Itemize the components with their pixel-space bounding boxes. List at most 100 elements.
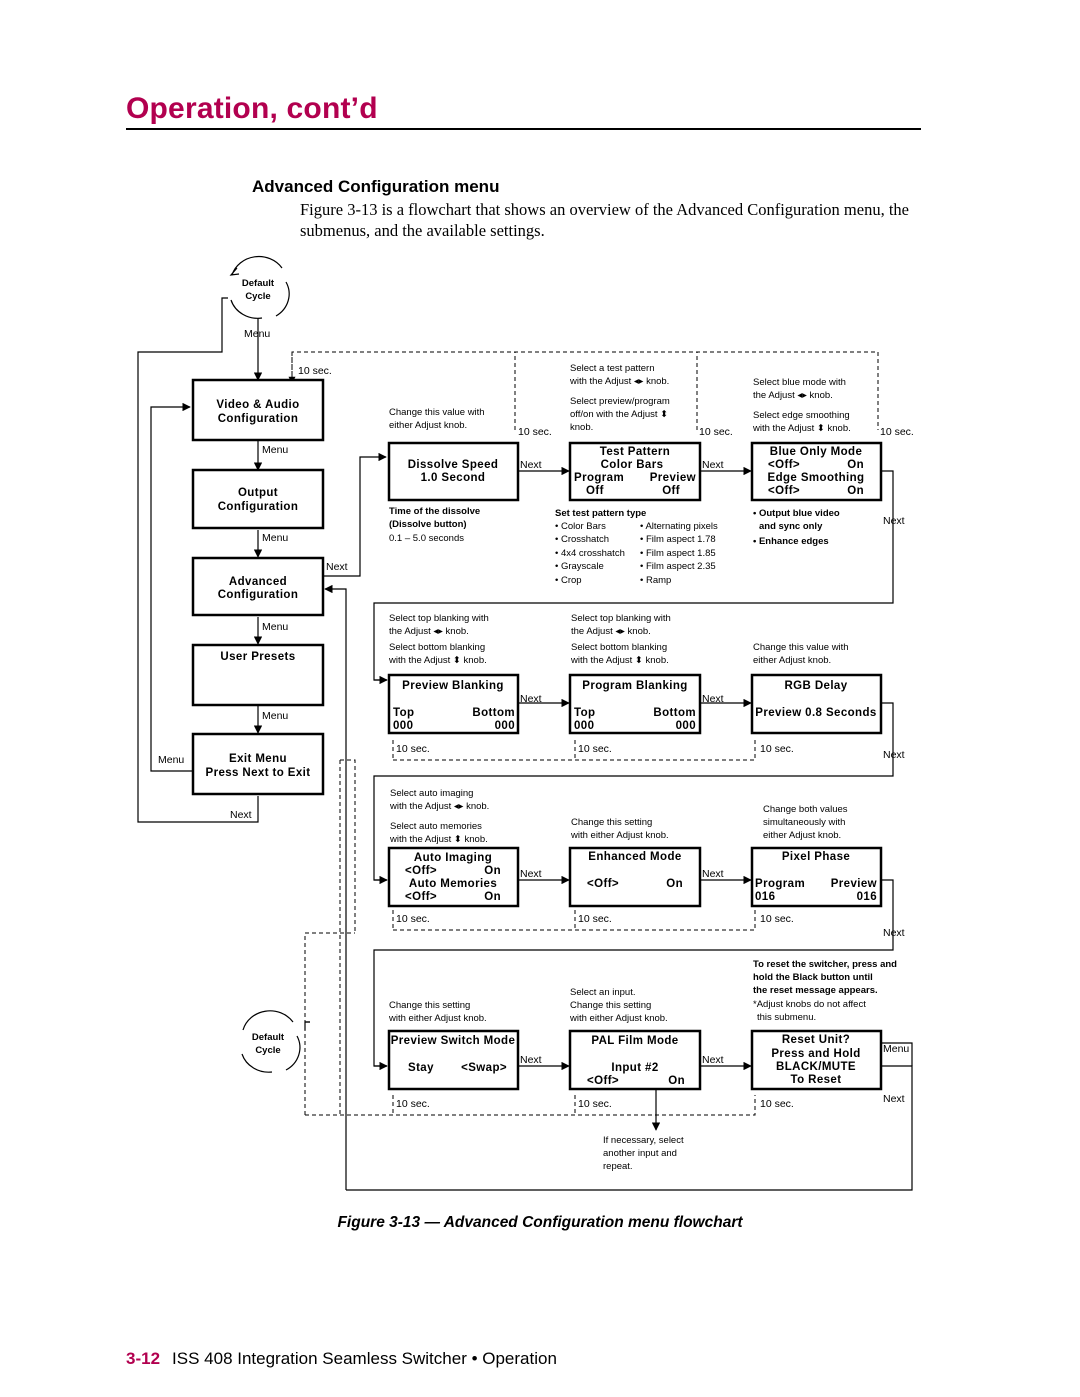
default-cycle-icon-bottom: [241, 1010, 301, 1073]
lcd-reset-1: Reset Unit?: [782, 1034, 850, 1046]
lcd-pp-program: Program: [755, 878, 805, 890]
next-label: Next: [702, 1054, 724, 1066]
footer-title: ISS 408 Integration Seamless Switcher • …: [172, 1349, 557, 1368]
test-pattern-hint-3: Select preview/program: [570, 396, 670, 407]
title-rule: [126, 128, 921, 130]
lcd-blue-title: Blue Only Mode: [770, 446, 863, 458]
lcd-edge-on: On: [847, 485, 864, 497]
lcd-reset-3: BLACK/MUTE: [776, 1061, 856, 1073]
menu-box-video-audio: Video & Audio Configuration: [191, 378, 325, 442]
pal-below-3: repeat.: [603, 1161, 633, 1172]
lcd-pal-off: <Off>: [587, 1075, 619, 1087]
lcd-pixel-phase: Pixel Phase Program Preview 016 016: [750, 846, 883, 908]
menu-box-output: Output Configuration: [191, 468, 325, 530]
next-label: Next: [326, 561, 348, 573]
next-label: Next: [702, 868, 724, 880]
next-label: Next: [883, 749, 905, 761]
blue-info-2: and sync only: [759, 521, 823, 532]
lcd-em-off: <Off>: [587, 878, 619, 890]
menu-box-video-audio-line1: Video & Audio: [216, 399, 299, 411]
timeout-label: 10 sec.: [298, 365, 332, 377]
psm-hint-1: Change this setting: [389, 1000, 470, 1011]
lcd-edge-off: <Off>: [768, 485, 800, 497]
next-label: Next: [883, 927, 905, 939]
blue-info-1: • Output blue video: [753, 508, 840, 519]
pattern-item: • Alternating pixels: [640, 521, 718, 532]
menu-label: Menu: [262, 532, 288, 544]
preview-blank-hint-2: the Adjust ◂▸ knob.: [389, 626, 469, 637]
lcd-auto-imaging: Auto Imaging <Off> On Auto Memories <Off…: [387, 846, 520, 908]
blue-hint-3: Select edge smoothing: [753, 410, 850, 421]
test-pattern-hint-2: with the Adjust ◂▸ knob.: [569, 376, 669, 387]
lcd-reset: Reset Unit? Press and Hold BLACK/MUTE To…: [750, 1029, 883, 1091]
pattern-item: • Crop: [555, 575, 582, 586]
program-blank-hint-2: the Adjust ◂▸ knob.: [571, 626, 651, 637]
lcd-pp-title: Pixel Phase: [782, 851, 850, 863]
lcd-prb-top: Top: [574, 707, 595, 719]
pal-hint-3: with either Adjust knob.: [569, 1013, 668, 1024]
dissolve-info-title-1: Time of the dissolve: [389, 506, 480, 517]
menu-box-user-presets: User Presets: [191, 643, 325, 707]
dissolve-hint-1: Change this value with: [389, 407, 485, 418]
lcd-test-pattern: Test Pattern Color Bars Program Preview …: [568, 441, 702, 502]
lcd-preview-blanking: Preview Blanking Top Bottom 000 000: [387, 673, 520, 735]
next-label: Next: [230, 809, 252, 821]
test-pattern-hint-5: knob.: [570, 422, 593, 433]
timeout-label: 10 sec.: [578, 913, 612, 925]
lcd-pb-title: Preview Blanking: [402, 680, 504, 692]
pattern-item: • Grayscale: [555, 561, 604, 572]
menu-label: Menu: [883, 1043, 909, 1055]
lcd-reset-4: To Reset: [791, 1074, 842, 1086]
menu-box-advanced-line1: Advanced: [229, 576, 287, 588]
lcd-pp-preview: Preview: [831, 878, 877, 890]
psm-hint-2: with either Adjust knob.: [388, 1013, 487, 1024]
lcd-psm-stay: Stay: [408, 1062, 434, 1074]
pattern-item: • Film aspect 1.85: [640, 548, 716, 559]
lcd-prb-bottom: Bottom: [653, 707, 696, 719]
test-pattern-list: • Color Bars • Crosshatch • 4x4 crosshat…: [555, 521, 718, 586]
menu-label: Menu: [262, 621, 288, 633]
lcd-pp-preview-val: 016: [857, 891, 877, 903]
auto-hint-4: with the Adjust ⬍ knob.: [389, 834, 488, 845]
cycle-label-bottom-2: Cycle: [255, 1045, 280, 1056]
menu-box-advanced: Advanced Configuration: [191, 556, 325, 617]
lcd-prb-bottom-val: 000: [676, 720, 696, 732]
menu-box-user-presets-line1: User Presets: [220, 651, 295, 663]
test-pattern-info-title: Set test pattern type: [555, 508, 646, 519]
menu-box-advanced-line2: Configuration: [218, 589, 299, 601]
lcd-em-on: On: [666, 878, 683, 890]
lcd-pal-title: PAL Film Mode: [591, 1035, 678, 1047]
menu-label: Menu: [244, 328, 270, 340]
menu-box-exit-line2: Press Next to Exit: [206, 767, 311, 779]
lcd-test-pattern-program: Program: [574, 472, 624, 484]
reset-hint-5: this submenu.: [757, 1012, 816, 1023]
lcd-dissolve-speed: Dissolve Speed 1.0 Second: [387, 441, 520, 502]
lcd-edge-title: Edge Smoothing: [768, 472, 865, 484]
menu-box-exit: Exit Menu Press Next to Exit: [191, 732, 325, 796]
pal-below-2: another input and: [603, 1148, 677, 1159]
next-label: Next: [520, 868, 542, 880]
program-blank-hint-4: with the Adjust ⬍ knob.: [570, 655, 669, 666]
lcd-ai-off: <Off>: [405, 865, 437, 877]
blue-hint-4: with the Adjust ⬍ knob.: [752, 423, 851, 434]
lcd-pal-film: PAL Film Mode Input #2 <Off> On: [568, 1029, 702, 1091]
timeout-label: 10 sec.: [578, 1098, 612, 1110]
program-blank-hint-1: Select top blanking with: [571, 613, 671, 624]
lcd-prb-title: Program Blanking: [582, 680, 687, 692]
pal-hint-1: Select an input.: [570, 987, 636, 998]
pattern-item: • Film aspect 1.78: [640, 534, 716, 545]
next-label: Next: [702, 693, 724, 705]
lcd-am-title: Auto Memories: [409, 878, 497, 890]
lcd-dissolve-line1: Dissolve Speed: [408, 459, 499, 471]
lcd-blue-on: On: [847, 459, 864, 471]
dissolve-hint-2: either Adjust knob.: [389, 420, 467, 431]
next-label: Next: [702, 459, 724, 471]
reset-hint-2: hold the Black button until: [753, 972, 873, 983]
blue-hint-2: the Adjust ◂▸ knob.: [753, 390, 833, 401]
lcd-pb-bottom-val: 000: [495, 720, 515, 732]
pixel-hint-1: Change both values: [763, 804, 848, 815]
pixel-hint-3: either Adjust knob.: [763, 830, 841, 841]
blue-info-3: • Enhance edges: [753, 536, 829, 547]
